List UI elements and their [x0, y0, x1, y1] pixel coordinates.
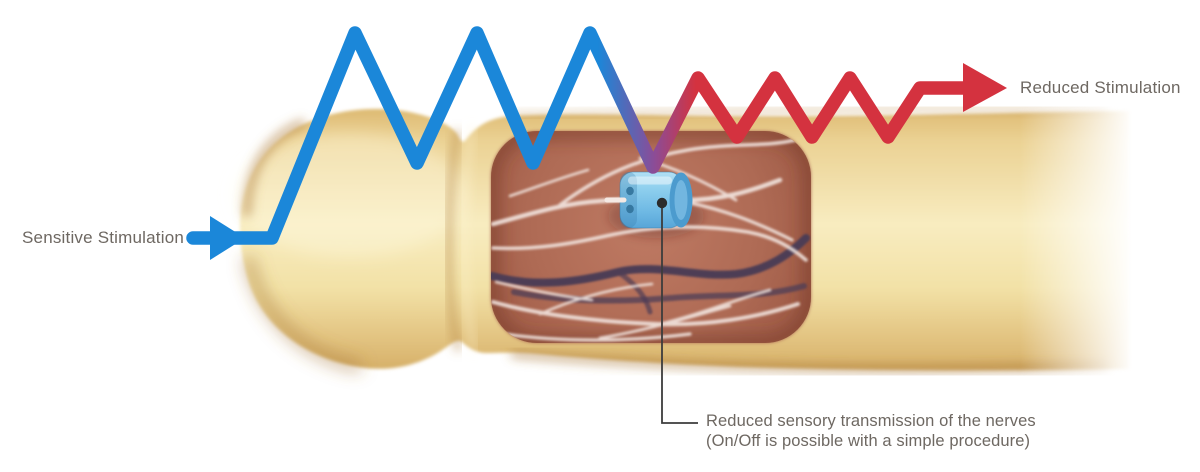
- glans-highlight: [235, 133, 465, 257]
- output-signal-label: Reduced Stimulation: [1020, 78, 1181, 97]
- skin-shading: [242, 105, 1110, 375]
- device-left-face: [620, 172, 637, 228]
- output-arrow-icon: [963, 63, 1007, 112]
- annotation-line-2: (On/Off is possible with a simple proced…: [706, 431, 1031, 450]
- finger-illustration: [235, 105, 1130, 375]
- device-annotation: Reduced sensory transmission of the nerv…: [706, 412, 1036, 451]
- nerve-cuff-device: [604, 171, 693, 229]
- device-hole-top: [626, 186, 634, 196]
- input-signal-label: Sensitive Stimulation: [22, 228, 184, 247]
- device-highlight: [628, 176, 672, 185]
- device-hole-bottom: [626, 204, 634, 214]
- input-arrow-icon: [210, 216, 245, 260]
- stimulation-wave: [186, 26, 973, 245]
- vein-branches: [491, 234, 810, 315]
- annotation-line-1: Reduced sensory transmission of the nerv…: [706, 412, 1036, 430]
- annotation-connector-line: [661, 206, 698, 424]
- dot-marker-icon: [656, 197, 668, 209]
